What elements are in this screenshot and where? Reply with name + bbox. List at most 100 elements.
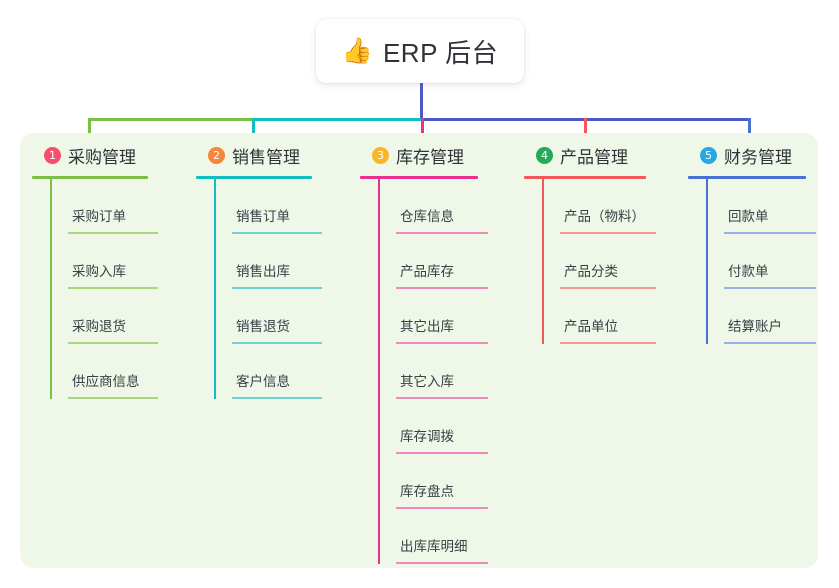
leaf-label: 付款单 <box>728 264 769 279</box>
thumbs-up-icon: 👍 <box>341 36 373 65</box>
drop-sales <box>252 118 255 145</box>
leaf-item[interactable]: 产品库存 <box>378 234 488 289</box>
root-stem <box>420 83 423 118</box>
leaf-item[interactable]: 回款单 <box>706 179 816 234</box>
leaf-item[interactable]: 客户信息 <box>214 344 322 399</box>
branch-column-2: 2 销售管理销售订单销售出库销售退货客户信息 <box>196 143 322 399</box>
leaf-item[interactable]: 供应商信息 <box>50 344 158 399</box>
leaf-label: 供应商信息 <box>72 374 140 389</box>
bus-segment-teal <box>252 118 422 121</box>
leaf-label: 其它入库 <box>400 374 454 389</box>
leaf-rule <box>560 342 656 344</box>
leaf-rule <box>396 507 488 509</box>
leaf-label: 产品（物料） <box>564 209 645 224</box>
leaf-rule <box>232 287 322 289</box>
leaf-rule <box>560 232 656 234</box>
leaf-rule <box>232 232 322 234</box>
leaf-label: 采购退货 <box>72 319 126 334</box>
leaf-item[interactable]: 销售订单 <box>214 179 322 234</box>
leaf-label: 出库库明细 <box>400 539 468 554</box>
branch-spine <box>214 179 216 399</box>
leaf-rule <box>396 452 488 454</box>
leaf-item[interactable]: 其它入库 <box>378 344 488 399</box>
root-node-title: ERP 后台 <box>382 37 499 68</box>
leaf-item[interactable]: 库存盘点 <box>378 454 488 509</box>
leaf-rule <box>232 342 322 344</box>
leaf-item[interactable]: 采购订单 <box>50 179 158 234</box>
bus-segment-green <box>88 118 253 121</box>
branch-leaf-list: 产品（物料） 产品分类产品单位 <box>524 179 656 344</box>
leaf-item[interactable]: 库存调拨 <box>378 399 488 454</box>
leaf-item[interactable]: 销售退货 <box>214 289 322 344</box>
branch-leaf-list: 采购订单采购入库采购退货供应商信息 <box>32 179 158 399</box>
drop-product <box>584 118 587 145</box>
leaf-item[interactable]: 其它出库 <box>378 289 488 344</box>
leaf-item[interactable]: 采购退货 <box>50 289 158 344</box>
leaf-rule <box>396 562 488 564</box>
leaf-item[interactable]: 付款单 <box>706 234 816 289</box>
leaf-item[interactable]: 产品单位 <box>542 289 656 344</box>
leaf-rule <box>396 342 488 344</box>
leaf-label: 仓库信息 <box>400 209 454 224</box>
branch-number-badge: 3 <box>372 146 389 164</box>
branch-header-2[interactable]: 2 销售管理 <box>196 143 312 167</box>
leaf-item[interactable]: 产品分类 <box>542 234 656 289</box>
branch-leaf-list: 销售订单销售出库销售退货客户信息 <box>196 179 322 399</box>
leaf-rule <box>68 342 158 344</box>
branch-header-rule <box>196 176 312 179</box>
leaf-rule <box>232 397 322 399</box>
leaf-label: 产品库存 <box>400 264 454 279</box>
branch-header-5[interactable]: 5 财务管理 <box>688 143 806 167</box>
leaf-label: 库存盘点 <box>400 484 454 499</box>
leaf-item[interactable]: 产品（物料） <box>542 179 656 234</box>
leaf-item[interactable]: 采购入库 <box>50 234 158 289</box>
branch-header-1[interactable]: 1 采购管理 <box>32 143 148 167</box>
leaf-item[interactable]: 仓库信息 <box>378 179 488 234</box>
leaf-rule <box>68 397 158 399</box>
branch-spine <box>50 179 52 399</box>
leaf-item[interactable]: 销售出库 <box>214 234 322 289</box>
leaf-label: 客户信息 <box>236 374 290 389</box>
leaf-rule <box>68 232 158 234</box>
leaf-label: 产品单位 <box>564 319 618 334</box>
leaf-rule <box>396 397 488 399</box>
leaf-rule <box>396 287 488 289</box>
leaf-rule <box>560 287 656 289</box>
leaf-label: 销售订单 <box>236 209 290 224</box>
leaf-label: 采购入库 <box>72 264 126 279</box>
branch-header-rule <box>688 176 806 179</box>
branch-column-4: 4 产品管理产品（物料） 产品分类产品单位 <box>524 143 656 344</box>
branch-number-badge: 5 <box>700 146 717 164</box>
branch-title: 财务管理 <box>724 147 792 167</box>
branch-number-badge: 4 <box>536 146 553 164</box>
leaf-label: 产品分类 <box>564 264 618 279</box>
leaf-rule <box>68 287 158 289</box>
leaf-rule <box>724 342 816 344</box>
drop-finance <box>748 118 751 145</box>
branch-spine <box>378 179 380 564</box>
branch-title: 产品管理 <box>560 147 628 167</box>
branch-number-badge: 1 <box>44 146 61 164</box>
leaf-item[interactable]: 出库库明细 <box>378 509 488 564</box>
branch-title: 采购管理 <box>68 147 136 167</box>
branch-leaf-list: 回款单付款单结算账户 <box>688 179 816 344</box>
branch-column-5: 5 财务管理回款单付款单结算账户 <box>688 143 816 344</box>
leaf-label: 销售退货 <box>236 319 290 334</box>
branch-header-4[interactable]: 4 产品管理 <box>524 143 646 167</box>
leaf-rule <box>396 232 488 234</box>
leaf-label: 其它出库 <box>400 319 454 334</box>
branch-title: 销售管理 <box>232 147 300 167</box>
leaf-label: 销售出库 <box>236 264 290 279</box>
branch-leaf-list: 仓库信息产品库存其它出库其它入库库存调拨库存盘点出库库明细 <box>360 179 488 564</box>
leaf-item[interactable]: 结算账户 <box>706 289 816 344</box>
leaf-rule <box>724 232 816 234</box>
drop-inventory <box>421 118 424 145</box>
branch-header-rule <box>524 176 646 179</box>
branch-spine <box>706 179 708 344</box>
branch-number-badge: 2 <box>208 146 225 164</box>
branches-panel <box>20 133 818 568</box>
root-node-card[interactable]: 👍 ERP 后台 <box>316 19 524 83</box>
leaf-label: 回款单 <box>728 209 769 224</box>
